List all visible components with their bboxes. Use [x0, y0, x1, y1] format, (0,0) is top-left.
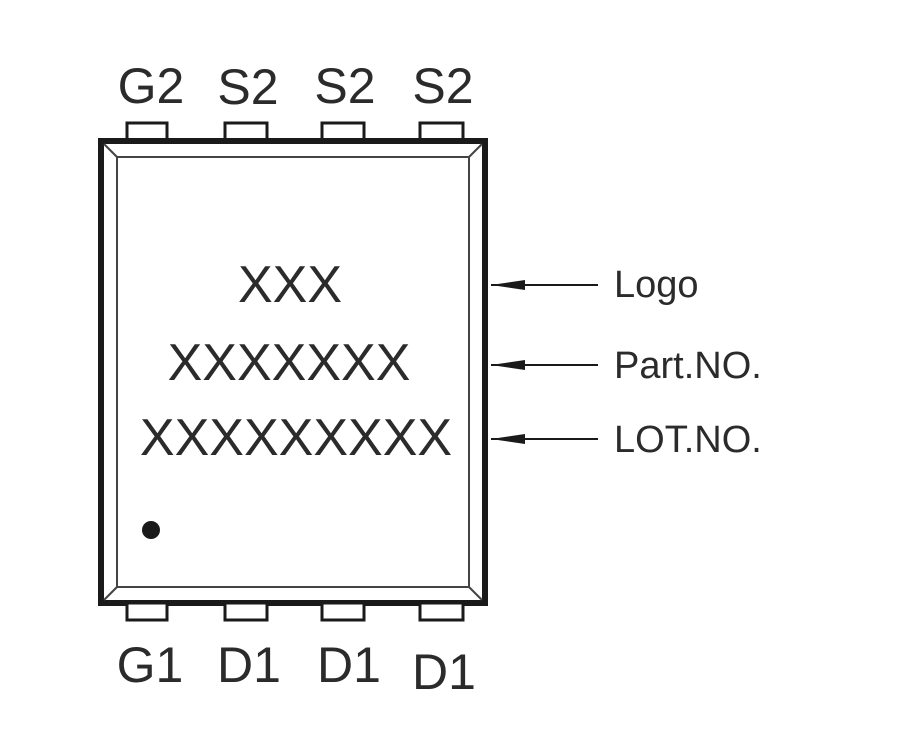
- package-body: XXX XXXXXXX XXXXXXXXX: [98, 138, 488, 606]
- bottom-pin-3: [320, 601, 366, 622]
- marking-logo-line: XXX: [238, 256, 342, 314]
- bottom-pin-2: [223, 601, 269, 622]
- top-pin-label-1: G2: [118, 58, 185, 114]
- top-pins: [125, 121, 465, 143]
- bottom-pins: [125, 601, 465, 622]
- part-number-callout-arrow: [491, 360, 598, 370]
- bottom-pin-label-4: D1: [412, 644, 476, 700]
- callout-labels: Logo Part.NO. LOT.NO.: [614, 264, 762, 461]
- bottom-pin-label-1: G1: [117, 637, 184, 693]
- bottom-pin-label-3: D1: [317, 637, 381, 693]
- top-pin-label-3: S2: [314, 58, 375, 114]
- bottom-pin-label-2: D1: [217, 637, 281, 693]
- package-outline: [98, 138, 488, 606]
- marking-part-number-line: XXXXXXX: [168, 334, 411, 392]
- lot-number-callout-arrow: [491, 434, 598, 444]
- bottom-pin-4: [418, 601, 465, 622]
- callout-label-logo: Logo: [614, 264, 699, 306]
- marking-lot-number-line: XXXXXXXXX: [140, 409, 452, 467]
- logo-callout-arrow: [491, 280, 598, 290]
- bottom-pin-labels: G1 D1 D1 D1: [117, 637, 476, 700]
- top-pin-label-4: S2: [412, 58, 473, 114]
- callout-label-lot-number: LOT.NO.: [614, 419, 762, 461]
- callout-arrows: [491, 280, 598, 444]
- package-inner-bevel: [116, 156, 470, 588]
- callout-label-part-number: Part.NO.: [614, 345, 762, 387]
- package-bevel-corners: [103, 143, 483, 601]
- pin1-indicator-dot: [142, 521, 160, 539]
- top-pin-label-2: S2: [217, 59, 278, 115]
- top-pin-labels: G2 S2 S2 S2: [118, 58, 474, 115]
- bottom-pin-1: [125, 601, 169, 622]
